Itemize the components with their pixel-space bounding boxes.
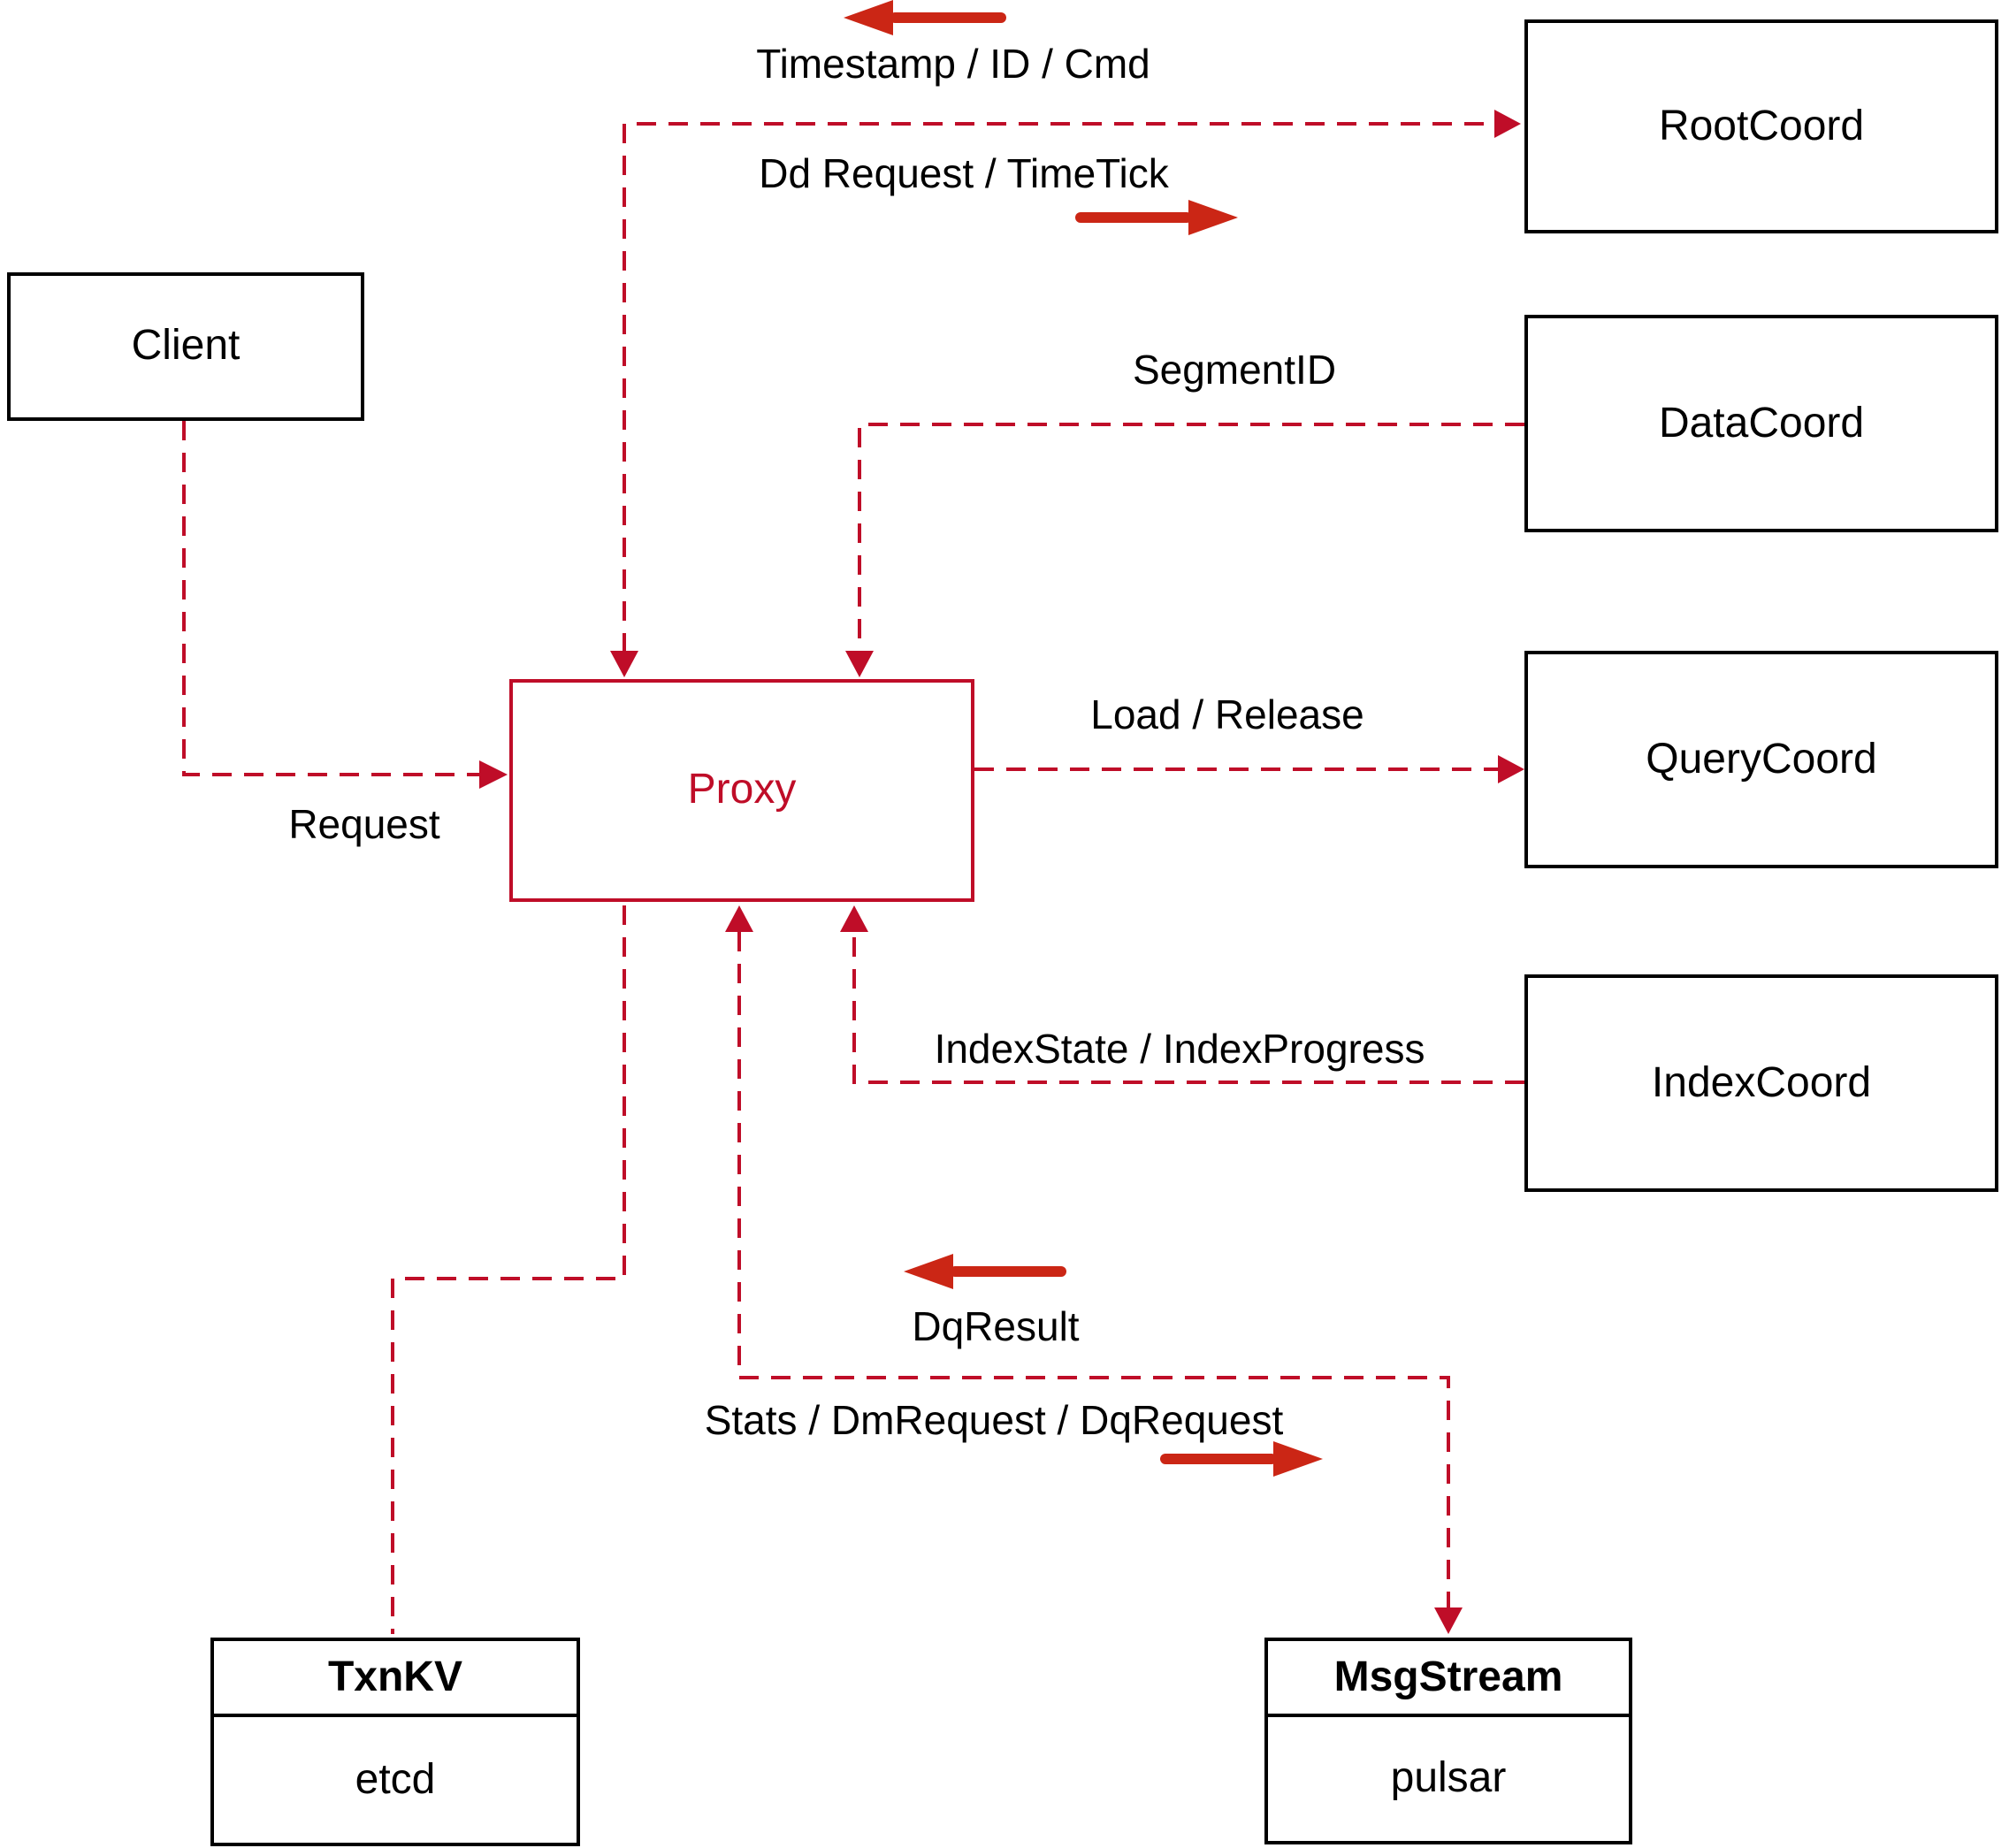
- edge-proxy-to-querycoord: [974, 755, 1524, 783]
- edge-datacoord-to-proxy: [845, 423, 1524, 677]
- direction-arrow-left-timestamp: [844, 0, 1006, 35]
- edge-label-index-state-progress: IndexState / IndexProgress: [934, 1026, 1425, 1072]
- edge-label-dq-result: DqResult: [912, 1303, 1080, 1349]
- arrowhead-into-proxy-bottom-left: [725, 905, 753, 932]
- rootcoord-node: RootCoord: [1524, 19, 1998, 233]
- client-node: Client: [7, 272, 364, 421]
- direction-arrow-right-ddrequest: [1075, 200, 1238, 235]
- edge-label-load-release: Load / Release: [1090, 691, 1364, 737]
- msgstream-subtitle: pulsar: [1390, 1754, 1507, 1802]
- direction-arrow-right-stats: [1160, 1441, 1323, 1477]
- edge-label-timestamp-id-cmd: Timestamp / ID / Cmd: [756, 41, 1150, 87]
- indexcoord-node: IndexCoord: [1524, 974, 1998, 1192]
- arrowhead-into-querycoord: [1498, 755, 1524, 783]
- arrowhead-into-proxy-left: [479, 760, 508, 789]
- txnkv-subtitle: etcd: [355, 1755, 436, 1803]
- datacoord-label: DataCoord: [1658, 399, 1865, 447]
- edge-proxy-msgstream: [725, 905, 1463, 1634]
- proxy-node: Proxy: [509, 679, 974, 902]
- edge-proxy-rootcoord: [610, 110, 1521, 677]
- edge-label-stats-dm-dq-request: Stats / DmRequest / DqRequest: [704, 1397, 1284, 1443]
- querycoord-label: QueryCoord: [1646, 735, 1877, 783]
- arrowhead-into-proxy-top-right: [845, 651, 874, 677]
- edge-label-request: Request: [288, 801, 440, 847]
- edge-label-dd-request-timetick: Dd Request / TimeTick: [759, 150, 1169, 196]
- edge-label-segment-id: SegmentID: [1132, 347, 1337, 393]
- datacoord-node: DataCoord: [1524, 315, 1998, 532]
- arrowhead-into-rootcoord: [1494, 110, 1521, 138]
- msgstream-title: MsgStream: [1268, 1641, 1629, 1717]
- edge-proxy-to-txnkv: [391, 905, 626, 1634]
- client-label: Client: [131, 322, 241, 370]
- indexcoord-label: IndexCoord: [1651, 1058, 1872, 1106]
- arrowhead-into-proxy-top-left: [610, 651, 638, 677]
- edge-client-to-proxy: [182, 421, 508, 789]
- txnkv-title: TxnKV: [214, 1641, 577, 1717]
- msgstream-node: MsgStream pulsar: [1264, 1638, 1632, 1844]
- querycoord-node: QueryCoord: [1524, 651, 1998, 868]
- rootcoord-label: RootCoord: [1658, 102, 1865, 149]
- proxy-label: Proxy: [687, 766, 797, 813]
- direction-arrow-left-dqresult: [904, 1254, 1066, 1289]
- txnkv-node: TxnKV etcd: [210, 1638, 580, 1846]
- arrowhead-into-proxy-bottom-right: [840, 905, 868, 932]
- arrowhead-into-msgstream: [1434, 1607, 1463, 1634]
- edge-indexcoord-to-proxy: [840, 905, 1524, 1084]
